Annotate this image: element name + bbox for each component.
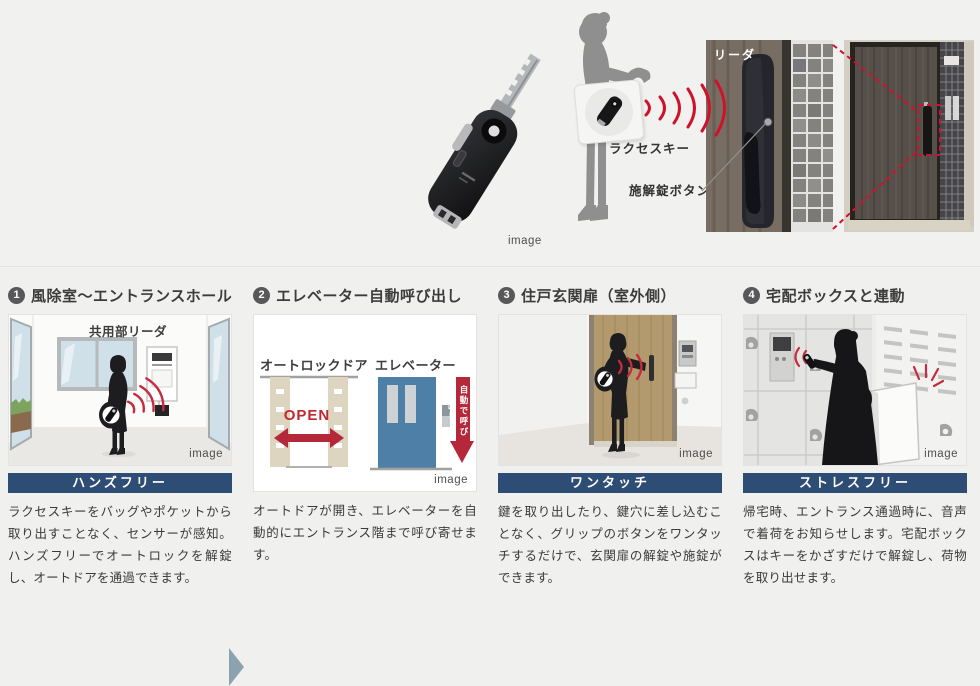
feature-elevator: 2 エレベーター自動呼び出し — [253, 285, 477, 566]
feature-frontdoor-description: 鍵を取り出したり、鍵穴に差し込むことなく、グリップのボタンをワンタッチするだけで… — [498, 505, 722, 585]
feature-elevator-description: オートドアが開き、エレベーターを自動的にエントランス階まで呼び寄せます。 — [253, 504, 477, 562]
feature-entrance-description: ラクセスキーをバッグやポケットから取り出すことなく、センサーが感知。ハンズフリー… — [8, 505, 232, 585]
signal-waves-icon — [617, 353, 643, 381]
access-key-photo — [428, 53, 541, 229]
feature-elevator-illustration: オートロックドア エレベーター OPEN 自動で呼び出し image — [253, 314, 477, 492]
key-callout-circle — [582, 85, 636, 139]
feature-deliverybox-header: 4 宅配ボックスと連動 — [743, 285, 967, 305]
signal-waves-icon — [126, 377, 165, 414]
elevator-label: エレベーター — [375, 358, 457, 373]
right-glass-door — [208, 317, 230, 451]
feature-entrance-badge: ハンズフリー — [8, 473, 232, 493]
auto-call-arrow-icon — [450, 377, 474, 463]
mini-key-icon — [597, 96, 623, 127]
feature-elevator-title: エレベーター自動呼び出し — [276, 287, 463, 305]
feature-entrance: 1 風除室〜エントランスホール — [8, 285, 232, 589]
feature-entrance-header: 1 風除室〜エントランスホール — [8, 285, 232, 305]
feature-deliverybox-badge: ストレスフリー — [743, 473, 967, 493]
step-number-badge: 4 — [743, 286, 760, 304]
hand-key-icon — [803, 353, 816, 369]
left-glass-door — [10, 317, 32, 451]
step-number-badge: 1 — [8, 286, 25, 304]
illustration-image-label: image — [434, 474, 468, 486]
feature-deliverybox-description: 帰宅時、エントランス通過時に、音声で着荷をお知らせします。宅配ボックスはキーをか… — [743, 505, 967, 585]
open-arrow-icon — [274, 428, 344, 448]
shared-reader-label: 共用部リーダ — [89, 325, 168, 339]
feature-frontdoor-header: 3 住戸玄関扉（室外側） — [498, 285, 722, 305]
unit-door — [589, 315, 697, 447]
frontdoor-drawing — [499, 315, 721, 465]
lock-unlock-button-label: 施解錠ボタン — [629, 184, 711, 198]
deliverybox-drawing — [744, 315, 966, 465]
feature-frontdoor-title: 住戸玄関扉（室外側） — [521, 287, 677, 305]
feature-entrance-title: 風除室〜エントランスホール — [31, 287, 233, 305]
elevator-door — [370, 377, 452, 471]
access-key-label: ラクセスキー — [609, 142, 691, 156]
feature-elevator-header: 2 エレベーター自動呼び出し — [253, 285, 477, 305]
bag-key-icon — [105, 407, 118, 422]
door-handle-device — [742, 54, 774, 228]
reader-closeup-photo — [706, 40, 833, 232]
step-number-badge: 2 — [253, 286, 270, 304]
open-label: OPEN — [283, 407, 331, 424]
illustration-image-label: image — [189, 448, 223, 460]
open-locker-door — [871, 382, 920, 465]
feature-deliverybox: 4 宅配ボックスと連動 — [743, 285, 967, 589]
shared-reader-device — [146, 346, 178, 416]
autolock-door-label: オートロックドア — [260, 358, 369, 373]
auto-call-label: 自動で呼び出し — [447, 384, 469, 438]
feature-entrance-illustration: 共用部リーダ image — [8, 314, 232, 466]
flow-arrow-icon — [229, 648, 244, 686]
feature-deliverybox-title: 宅配ボックスと連動 — [766, 287, 906, 305]
entrance-hall-drawing — [9, 315, 231, 465]
illustration-image-label: image — [679, 448, 713, 460]
tile-wall — [791, 40, 833, 232]
feature-frontdoor: 3 住戸玄関扉（室外側） — [498, 285, 722, 589]
resident-silhouette — [814, 329, 878, 465]
hero-section: image — [0, 0, 980, 266]
reader-photo-label: リーダ — [714, 48, 757, 62]
step-number-badge: 3 — [498, 286, 515, 304]
key-fob — [428, 53, 541, 229]
illustration-image-label: image — [924, 448, 958, 460]
key-photo-image-label: image — [508, 235, 542, 247]
control-panel — [769, 332, 795, 382]
section-divider — [0, 266, 980, 268]
feature-frontdoor-illustration: image — [498, 314, 722, 466]
elevator-diagram — [254, 315, 476, 491]
entrance-door-photo — [844, 40, 974, 232]
feature-deliverybox-illustration: image — [743, 314, 967, 466]
bag-key-icon — [599, 372, 611, 386]
feature-frontdoor-badge: ワンタッチ — [498, 473, 722, 493]
key-in-bag-callout — [573, 79, 645, 145]
features-section: 1 風除室〜エントランスホール — [0, 268, 980, 686]
alert-burst-icon — [912, 363, 945, 388]
